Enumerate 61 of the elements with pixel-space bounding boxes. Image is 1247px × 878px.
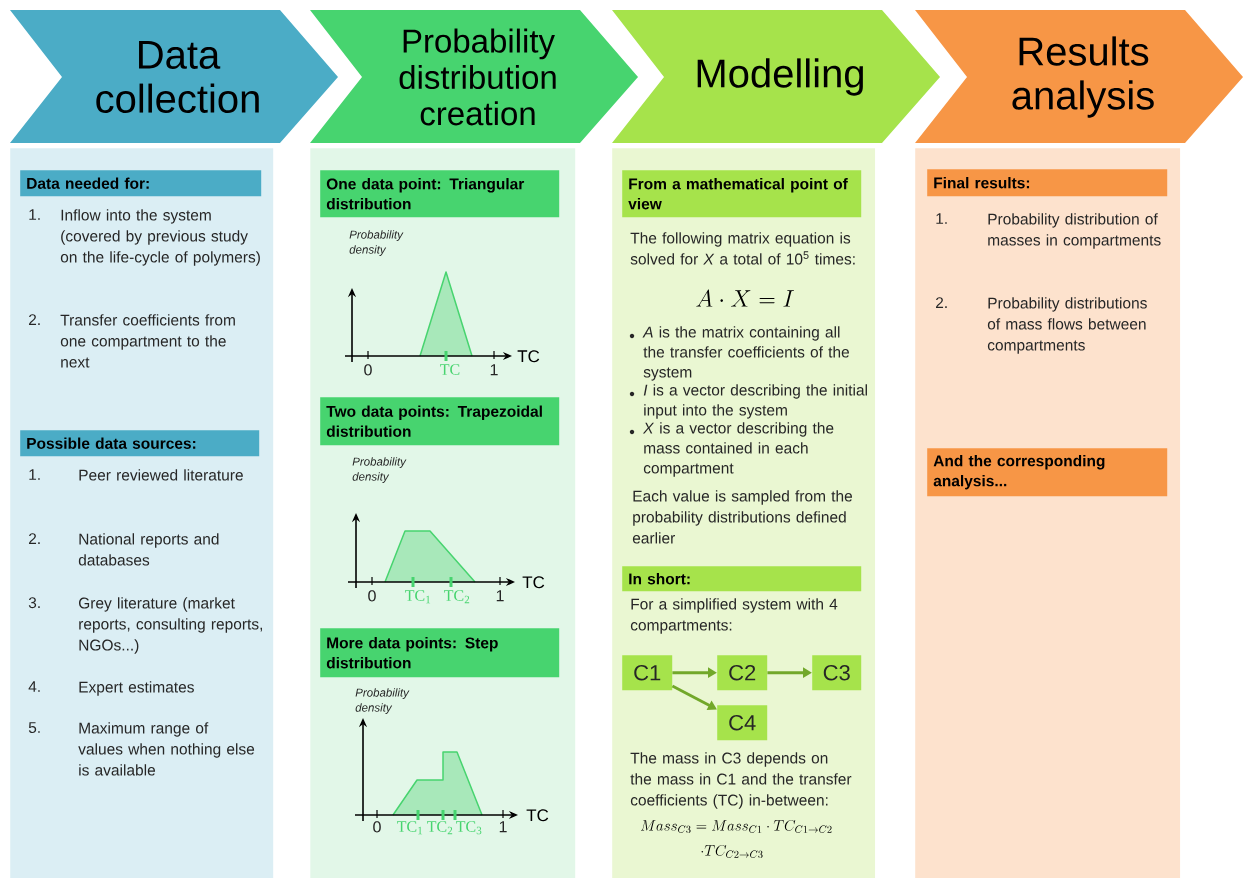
heading-box: In short: bbox=[622, 566, 862, 592]
paragraph: For a simplified system with 4 compartments: bbox=[630, 598, 838, 634]
paragraph: Each value is sampled from the probability distributions defined earlier bbox=[632, 490, 853, 544]
heading-box: From a mathematical point of view bbox=[622, 170, 862, 218]
list-item: Transfer coefficients from one compartment to the next bbox=[60, 314, 235, 368]
equation: $Mass_{C3} = Mass_{C1} \cdot TC_{C1\to C2}$ bbox=[640, 819, 832, 833]
chevron-banner: Data collection bbox=[10, 10, 338, 143]
list-number: 2. bbox=[29, 314, 40, 326]
axis-label: TC bbox=[522, 576, 545, 589]
tick-label: 0 bbox=[368, 590, 376, 602]
tick-label: 0 bbox=[364, 364, 372, 376]
bullet-item: X is a vector describing the mass contained in each compartment bbox=[629, 422, 834, 477]
tick-label: 1 bbox=[490, 364, 498, 376]
chevron-banner: Probability distribution creation bbox=[310, 10, 638, 143]
paragraph: The mass in C3 depends on the mass in C1 and the transfer coefficients (TC) in-between: bbox=[630, 752, 852, 809]
axis-label: Probability density bbox=[349, 230, 404, 256]
tick-label: TC$_{2}$ bbox=[444, 590, 470, 604]
compartment-box: C3 bbox=[812, 655, 862, 691]
tick-label: 0 bbox=[373, 821, 381, 833]
heading-box: One data point: Triangular distribution bbox=[320, 170, 560, 218]
compartment-box: C2 bbox=[717, 655, 768, 691]
list-number: 5. bbox=[28, 722, 40, 734]
tick-label: 1 bbox=[496, 590, 504, 602]
axis-label: TC bbox=[517, 350, 540, 363]
tick-label: TC$_{1}$ bbox=[397, 821, 423, 835]
axis-label: Probability density bbox=[355, 688, 410, 714]
axis-label: TC bbox=[526, 809, 549, 822]
axis-label: Probability density bbox=[352, 457, 407, 483]
list-item: National reports and databases bbox=[78, 533, 219, 566]
chevron-banner: Results analysis bbox=[915, 10, 1243, 143]
compartment-box: C1 bbox=[622, 655, 673, 691]
heading-box: Two data points: Trapezoidal distribution bbox=[320, 397, 560, 446]
tick-label: TC$_{1}$ bbox=[405, 590, 431, 604]
list-item: Expert estimates bbox=[79, 681, 194, 696]
heading-box: Final results: bbox=[927, 169, 1168, 197]
tick-label: TC$_{2}$ bbox=[427, 821, 453, 835]
heading-box: Possible data sources: bbox=[20, 430, 260, 457]
list-item: Maximum range of values when nothing else is available bbox=[78, 722, 255, 776]
tick-label: TC bbox=[440, 364, 460, 375]
column-panel bbox=[10, 148, 274, 878]
list-item: Inflow into the system (covered by previous study on the life-cycle of polymers) bbox=[60, 209, 260, 266]
arrow bbox=[671, 684, 717, 710]
paragraph: The following matrix equation is solved for X a total of 10$^{5}$ times: bbox=[630, 232, 855, 265]
list-number: 4. bbox=[28, 681, 40, 692]
heading-box: Data needed for: bbox=[20, 170, 262, 197]
compartment-box: C4 bbox=[717, 705, 768, 741]
tick-label: TC$_{3}$ bbox=[456, 821, 482, 835]
equation: $A \cdot X = I$ bbox=[696, 289, 794, 307]
list-number: 3. bbox=[28, 597, 40, 609]
list-item: Grey literature (market reports, consulting reports, NGOs...) bbox=[79, 597, 262, 654]
list-item: Probability distributions of mass flows between compartments bbox=[987, 297, 1147, 354]
list-number: 1. bbox=[936, 213, 947, 224]
list-number: 2. bbox=[29, 533, 40, 545]
heading-box: More data points: Step distribution bbox=[320, 628, 560, 678]
tick-label: 1 bbox=[499, 821, 507, 833]
chevron-banner: Modelling bbox=[612, 10, 940, 143]
list-number: 2. bbox=[936, 297, 947, 309]
equation: $\cdot TC_{C2\to C3}$ bbox=[701, 844, 763, 858]
heading-box: And the corresponding analysis... bbox=[927, 448, 1168, 497]
list-item: Probability distribution of masses in compartments bbox=[988, 213, 1161, 249]
column-panel bbox=[915, 148, 1181, 878]
